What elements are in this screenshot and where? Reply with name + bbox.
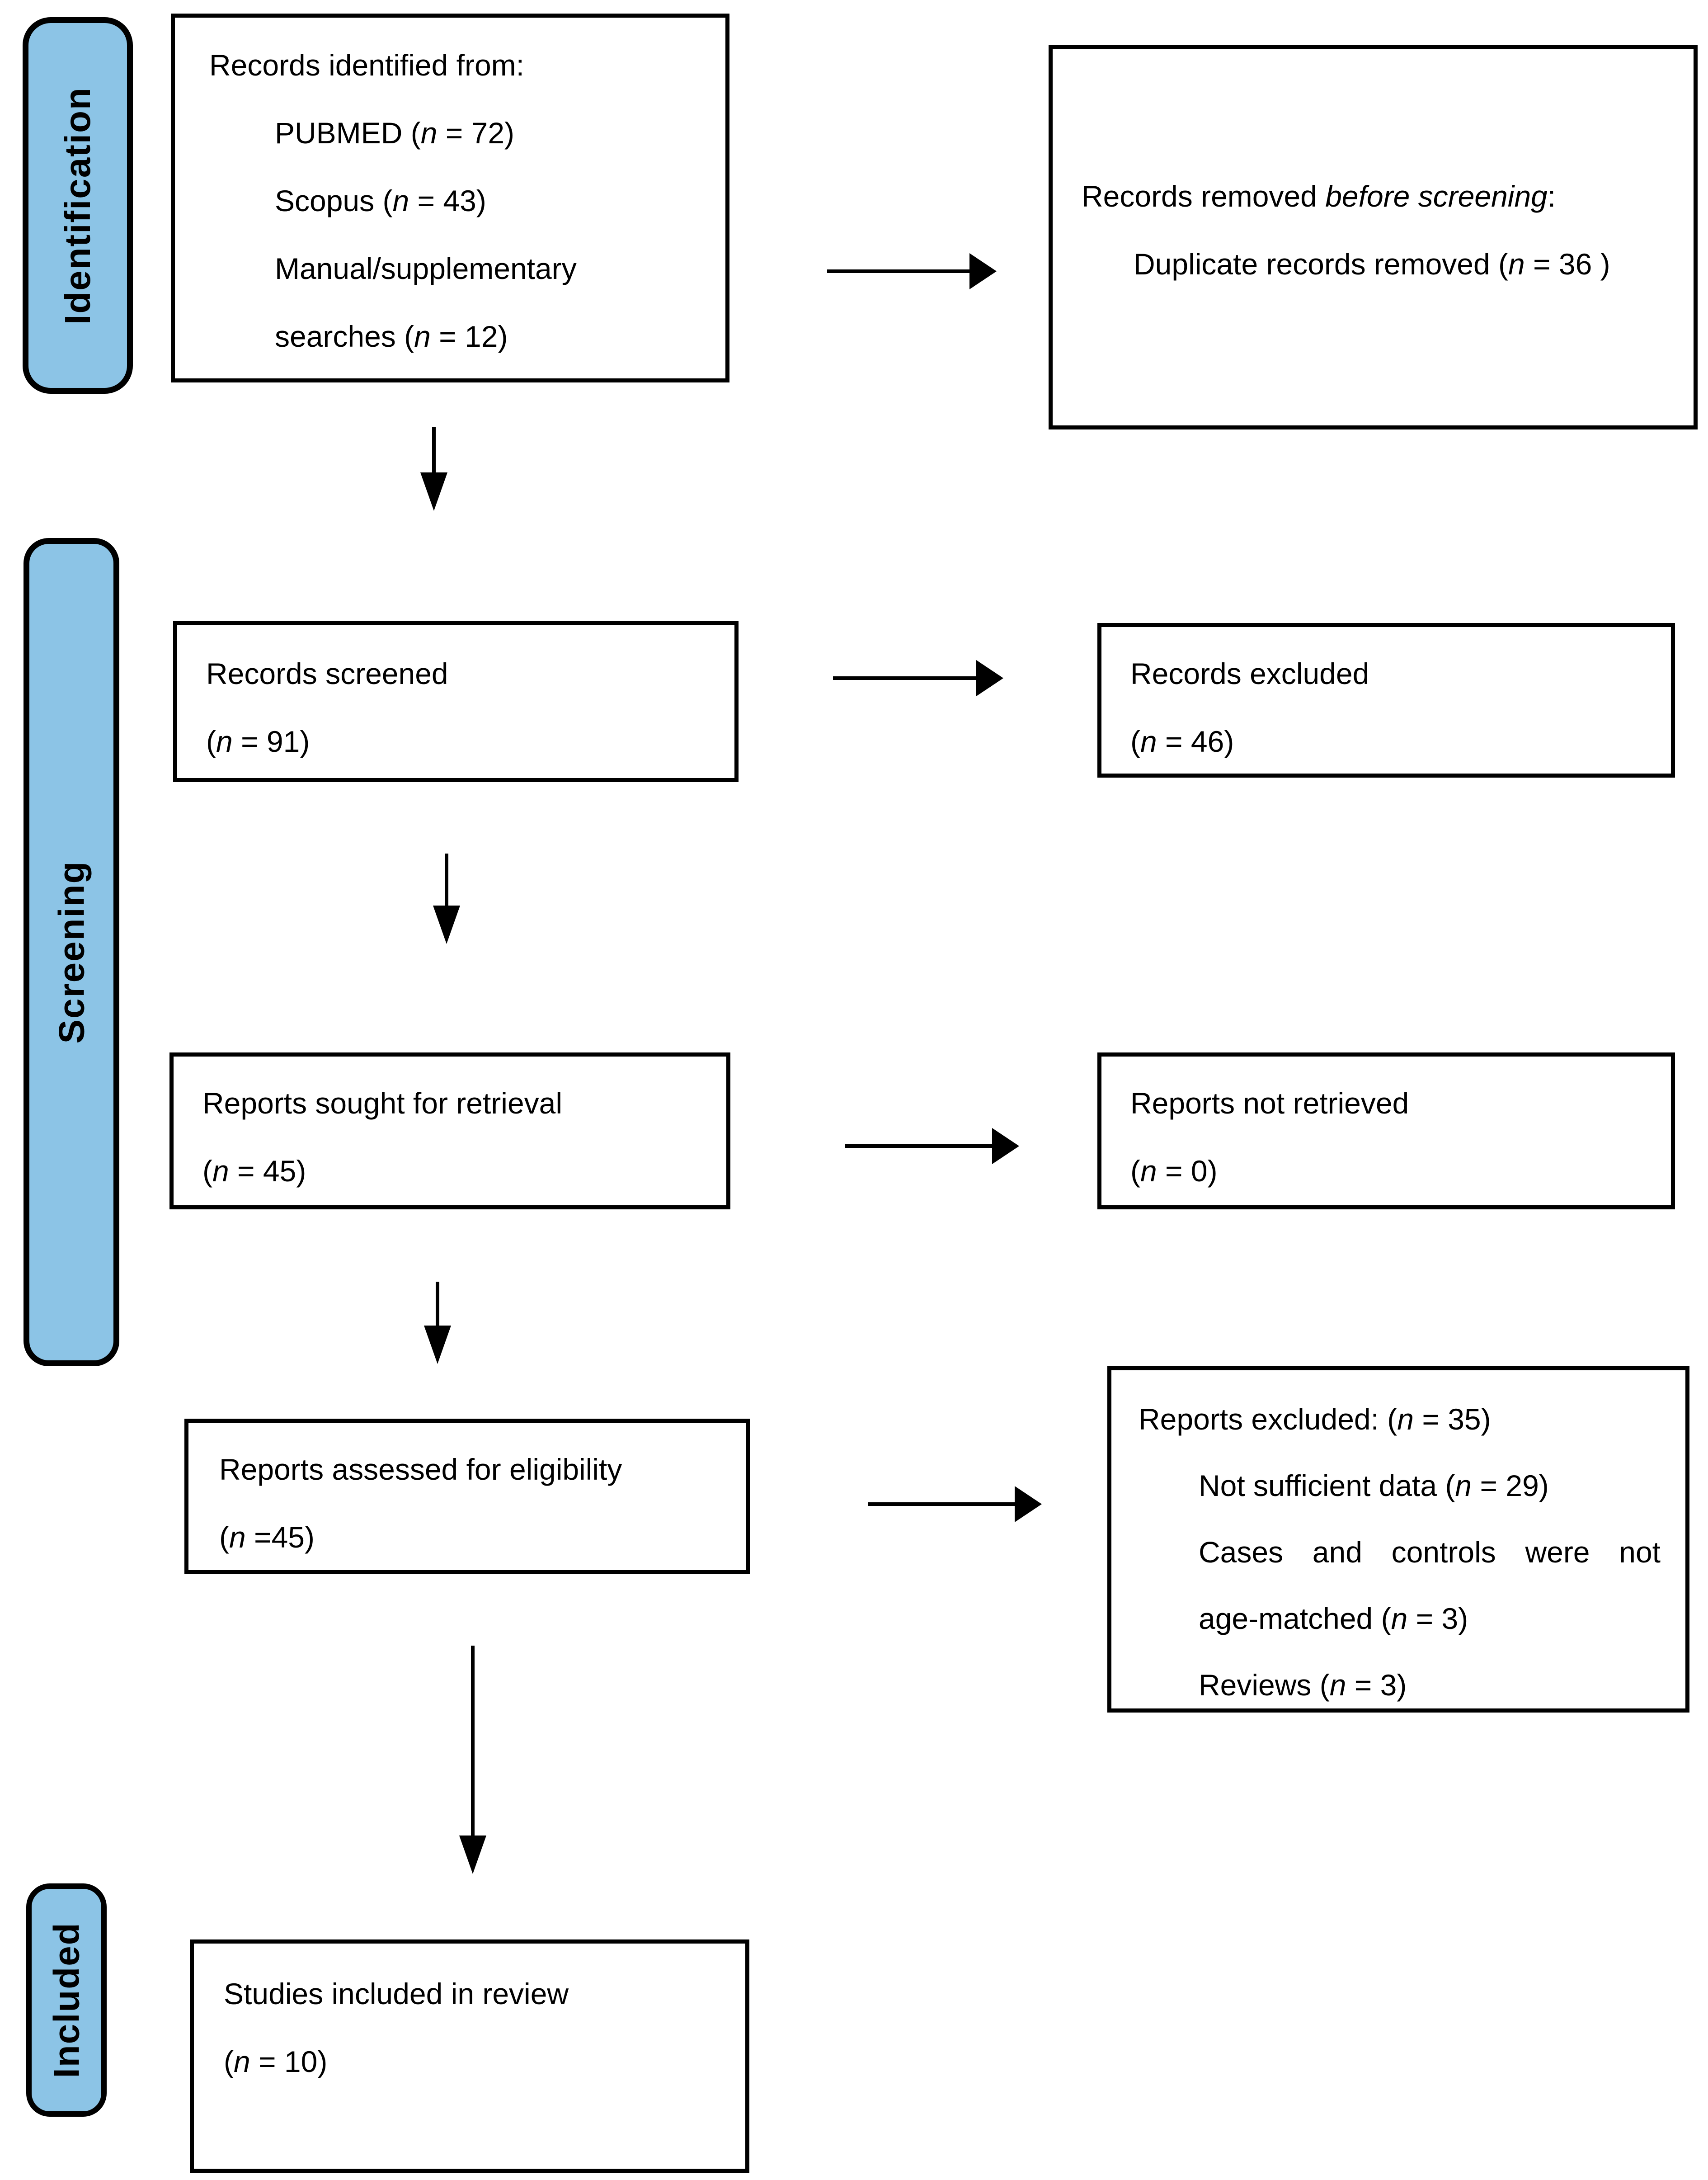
- arrow-shaft: [471, 1646, 475, 1836]
- box-reports-excluded-reasons: Reports excluded: (n = 35) Not sufficient…: [1107, 1366, 1689, 1713]
- arrow-right-sought-to-notretrieved: [845, 1128, 1019, 1164]
- box-text-line: (n = 91): [206, 725, 310, 758]
- box-records-excluded: Records excluded (n = 46): [1097, 623, 1675, 778]
- box-text-line: PUBMED (n = 72): [275, 116, 515, 150]
- box-text-line: Scopus (n = 43): [275, 184, 486, 217]
- box-text-line: Records excluded: [1130, 657, 1369, 690]
- arrow-down-head-icon: [424, 1326, 451, 1364]
- box-text-line: Reports assessed for eligibility: [219, 1453, 622, 1486]
- stage-label-identification: Identification: [57, 86, 98, 325]
- arrow-right-head-icon: [969, 253, 997, 289]
- box-text-line: age-matched (n = 3): [1199, 1602, 1468, 1635]
- arrow-shaft: [827, 269, 969, 273]
- box-text-line: Reviews (n = 3): [1199, 1668, 1407, 1702]
- box-reports-not-retrieved: Reports not retrieved (n = 0): [1097, 1052, 1675, 1209]
- box-records-removed-before-screening: Records removed before screening: Duplica…: [1049, 45, 1698, 429]
- arrow-shaft: [445, 854, 448, 906]
- arrow-right-head-icon: [976, 660, 1003, 696]
- box-text-line: (n =45): [219, 1520, 315, 1554]
- box-text-line: Not sufficient data (n = 29): [1199, 1469, 1549, 1502]
- box-text-line: Duplicate records removed (n = 36 ): [1134, 247, 1610, 281]
- stage-tab-included: Included: [26, 1883, 107, 2117]
- box-studies-included: Studies included in review (n = 10): [190, 1939, 749, 2173]
- arrow-shaft: [845, 1144, 992, 1148]
- arrow-down-identified-to-screened: [420, 427, 447, 511]
- arrow-down-assessed-to-included: [459, 1646, 486, 1874]
- box-text-line: Studies included in review: [224, 1977, 569, 2010]
- stage-label-included: Included: [46, 1922, 86, 2078]
- box-text-line: Records removed before screening:: [1082, 179, 1556, 213]
- arrow-down-head-icon: [420, 472, 447, 511]
- box-text-line: Reports not retrieved: [1130, 1086, 1409, 1120]
- box-text-line: (n = 10): [224, 2045, 328, 2078]
- arrow-right-assessed-to-reportsexcluded: [868, 1486, 1042, 1522]
- arrow-shaft: [868, 1502, 1015, 1506]
- arrow-down-head-icon: [433, 906, 460, 944]
- box-text-line: searches (n = 12): [275, 320, 508, 353]
- stage-tab-screening: Screening: [24, 538, 119, 1366]
- arrow-down-sought-to-assessed: [424, 1282, 451, 1364]
- box-text-line: Manual/supplementary: [275, 252, 577, 285]
- box-text-line: Records identified from:: [209, 48, 524, 82]
- box-records-identified: Records identified from: PUBMED (n = 72) S…: [171, 14, 729, 382]
- box-records-screened: Records screened (n = 91): [173, 621, 739, 782]
- arrow-down-head-icon: [459, 1836, 486, 1874]
- arrow-down-screened-to-sought: [433, 854, 460, 944]
- arrow-right-head-icon: [992, 1128, 1019, 1164]
- box-text-line: Records screened: [206, 657, 448, 690]
- box-text-line: (n = 0): [1130, 1154, 1218, 1188]
- box-reports-assessed: Reports assessed for eligibility (n =45): [184, 1419, 750, 1574]
- arrow-shaft: [436, 1282, 439, 1326]
- box-reports-sought: Reports sought for retrieval (n = 45): [169, 1052, 730, 1209]
- stage-tab-identification: Identification: [23, 17, 133, 394]
- box-text-line: Cases and controls were not: [1199, 1535, 1661, 1569]
- arrow-shaft: [833, 676, 976, 680]
- arrow-right-head-icon: [1015, 1486, 1042, 1522]
- box-text-line: (n = 46): [1130, 725, 1234, 758]
- box-text-line: Reports sought for retrieval: [202, 1086, 563, 1120]
- box-text-line: (n = 45): [202, 1154, 306, 1188]
- box-text-line: Reports excluded: (n = 35): [1139, 1402, 1491, 1436]
- arrow-right-identified-to-removed: [827, 253, 997, 289]
- arrow-right-screened-to-excluded: [833, 660, 1003, 696]
- arrow-shaft: [432, 427, 436, 472]
- stage-label-screening: Screening: [51, 860, 92, 1044]
